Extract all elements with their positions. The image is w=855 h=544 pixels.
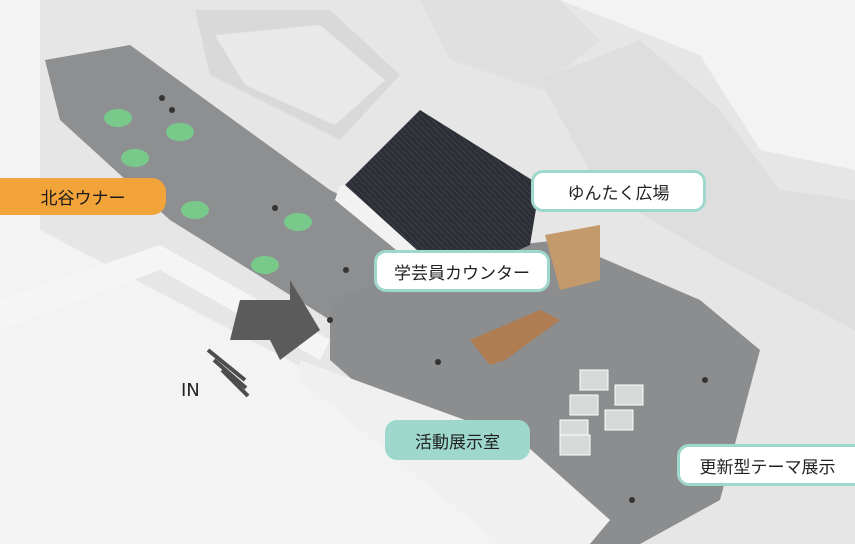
label-kitatan-corner: 北谷ウナー (0, 178, 166, 215)
entrance-stripes (206, 348, 250, 398)
exhibition-cases (559, 369, 644, 456)
lower-wall (0, 245, 330, 360)
visitors (159, 95, 708, 503)
wood-wall (545, 225, 600, 290)
label-activity-exhibition-room: 活動展示室 (385, 420, 530, 460)
label-entrance: IN (181, 380, 200, 401)
label-curator-counter: 学芸員カウンター (374, 250, 550, 292)
upper-room-floor (215, 25, 385, 125)
label-yuntaku-plaza: ゆんたく広場 (531, 170, 706, 212)
plant-pads (104, 109, 312, 274)
curator-counter-desk (470, 310, 560, 365)
entrance-arrow (230, 280, 320, 360)
label-rotating-theme-exhibition: 更新型テーマ展示 (677, 444, 855, 486)
exhibition-floor (330, 240, 760, 544)
dark-room (345, 110, 540, 280)
upper-right-room (420, 0, 600, 90)
